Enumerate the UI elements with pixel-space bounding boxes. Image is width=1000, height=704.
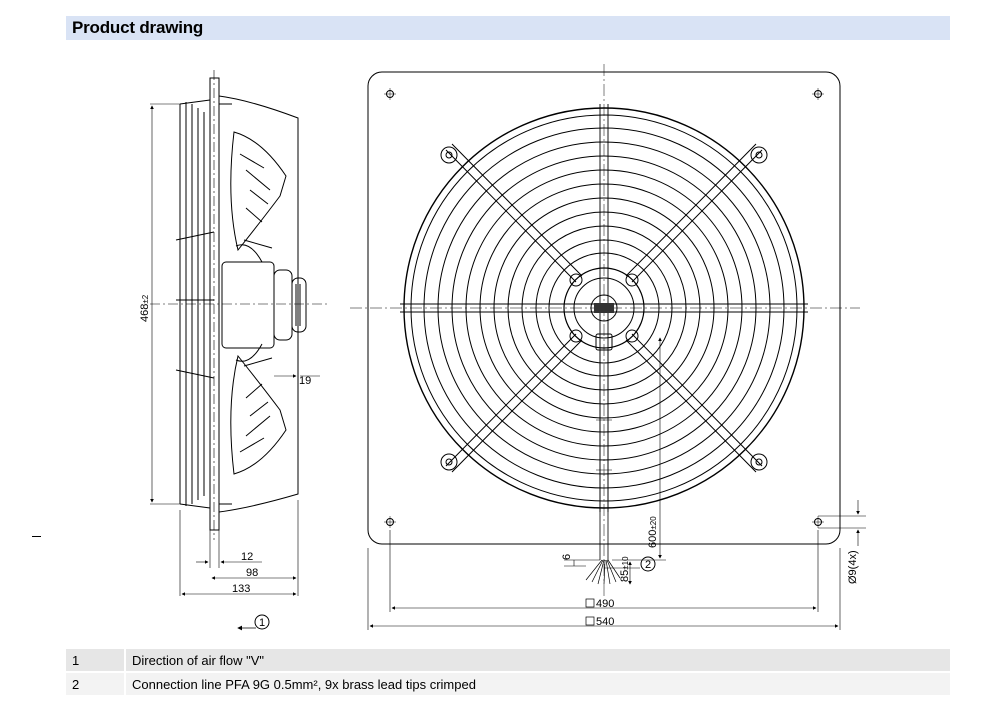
dim-133: 133 — [232, 583, 250, 595]
front-view — [350, 64, 866, 630]
dim-85: 85±10 — [619, 556, 631, 582]
legend-row: 1 Direction of air flow "V" — [66, 649, 950, 672]
mount-holes — [384, 88, 824, 528]
callout-2: 2 — [645, 559, 651, 571]
legend-num: 2 — [66, 671, 126, 695]
legend-text: Direction of air flow "V" — [125, 649, 950, 672]
dim-19: 19 — [299, 375, 311, 387]
legend-table: 1 Direction of air flow "V" 2 Connection… — [66, 649, 950, 695]
section-title: Product drawing — [72, 18, 204, 37]
dim-6: 6 — [561, 554, 573, 560]
callout-1: 1 — [259, 617, 265, 629]
margin-mark — [32, 536, 41, 537]
svg-text:490: 490 — [596, 598, 614, 610]
dim-540-label: 540 — [585, 616, 614, 628]
dim-600: 600±20 — [647, 516, 659, 548]
legend-num: 1 — [66, 649, 126, 672]
dim-12: 12 — [241, 551, 253, 563]
dim-490-label: 490 — [585, 598, 614, 610]
dim-hole: Ø9(4x) — [847, 550, 859, 584]
svg-text:540: 540 — [596, 616, 614, 628]
side-view — [150, 70, 330, 631]
dim-height: 468±2 — [139, 294, 151, 322]
legend-row: 2 Connection line PFA 9G 0.5mm², 9x bras… — [66, 671, 950, 695]
legend-text: Connection line PFA 9G 0.5mm², 9x brass … — [125, 671, 950, 695]
dim-98: 98 — [246, 567, 258, 579]
section-header: Product drawing — [66, 16, 950, 40]
